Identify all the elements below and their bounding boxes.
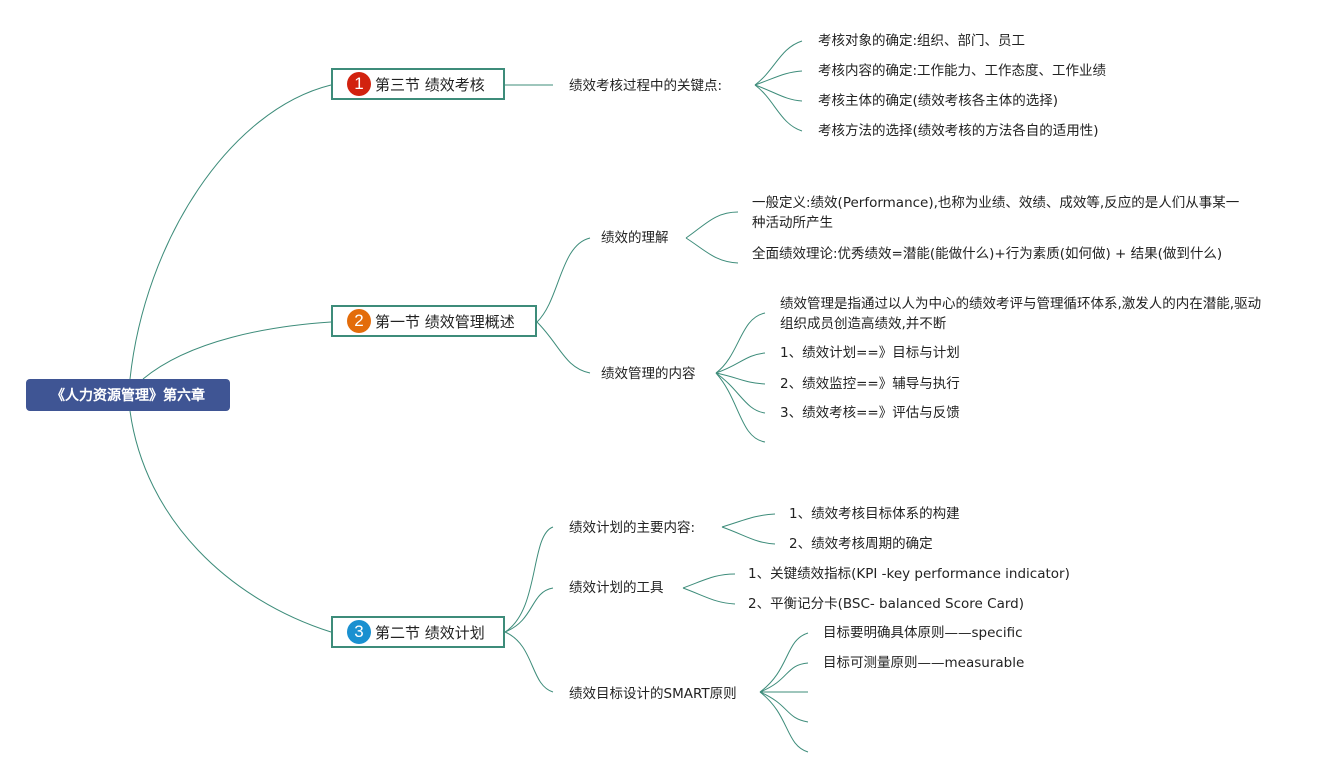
leaf-2-2-3[interactable]: 2、绩效监控==》辅导与执行 — [780, 376, 960, 392]
link-s1-item3 — [754, 84, 803, 102]
leaf-1-1-3[interactable]: 考核主体的确定(绩效考核各主体的选择) — [818, 93, 1059, 109]
root-label: 《人力资源管理》第六章 — [51, 388, 205, 404]
link-root-section3 — [129, 410, 332, 633]
link-s3-t1-item2 — [721, 526, 776, 545]
link-s2-t2-item2 — [715, 372, 766, 385]
link-s1-item1 — [754, 40, 803, 86]
link-s2-t2-item1 — [715, 352, 766, 374]
leaf-3-1-2[interactable]: 2、绩效考核周期的确定 — [789, 536, 933, 552]
topic-3-2[interactable]: 绩效计划的工具 — [569, 580, 664, 596]
leaf-2-2-1[interactable]: 绩效管理是指通过以人为中心的绩效考评与管理循环体系,激发人的内在潜能,驱动组织成… — [780, 296, 1262, 332]
section-title-3: 第二节 绩效计划 — [375, 623, 485, 642]
leaf-3-3-1[interactable]: 目标要明确具体原则——specific — [823, 625, 1023, 641]
leaf-2-2-4[interactable]: 3、绩效考核==》评估与反馈 — [780, 405, 960, 421]
leaf-3-2-1[interactable]: 1、关键绩效指标(KPI -key performance indicator) — [748, 566, 1070, 582]
link-s3-t1-item1 — [721, 513, 776, 528]
topic-2-1[interactable]: 绩效的理解 — [601, 230, 669, 246]
link-s3-t2-item1 — [682, 573, 736, 589]
root-node[interactable]: 《人力资源管理》第六章 — [26, 379, 230, 411]
link-s3-topic3 — [504, 631, 554, 693]
link-s1-item2 — [754, 70, 803, 86]
section-node-1[interactable]: 1 第三节 绩效考核 — [331, 68, 505, 100]
link-s2-topic2 — [536, 321, 591, 374]
leaf-3-3-2[interactable]: 目标可测量原则——measurable — [823, 655, 1025, 671]
link-s2-t2-item4 — [715, 372, 766, 443]
topic-3-3[interactable]: 绩效目标设计的SMART原则 — [569, 686, 737, 702]
leaf-1-1-2[interactable]: 考核内容的确定:工作能力、工作态度、工作业绩 — [818, 63, 1107, 79]
link-s2-t1-item2 — [685, 237, 739, 264]
link-s2-t1-item1 — [685, 211, 739, 239]
link-s2-t2-item3 — [715, 372, 766, 414]
link-s3-t3-item2 — [759, 662, 809, 693]
number-badge-3: 3 — [347, 620, 371, 644]
topic-2-2[interactable]: 绩效管理的内容 — [601, 366, 696, 382]
topic-1-1[interactable]: 绩效考核过程中的关键点: — [569, 78, 723, 94]
link-s3-t3-item4 — [759, 691, 809, 723]
leaf-1-1-1[interactable]: 考核对象的确定:组织、部门、员工 — [818, 33, 1026, 49]
section-title-2: 第一节 绩效管理概述 — [375, 312, 515, 331]
number-badge-1: 1 — [347, 72, 371, 96]
section-node-3[interactable]: 3 第二节 绩效计划 — [331, 616, 505, 648]
link-s3-t2-item2 — [682, 587, 736, 605]
leaf-2-1-1[interactable]: 一般定义:绩效(Performance),也称为业绩、效绩、成效等,反应的是人们… — [752, 195, 1240, 231]
link-s3-t3-item5 — [759, 691, 809, 753]
link-root-section2 — [142, 321, 332, 380]
leaf-1-1-4[interactable]: 考核方法的选择(绩效考核的方法各自的适用性) — [818, 123, 1099, 139]
number-badge-2: 2 — [347, 309, 371, 333]
section-title-1: 第三节 绩效考核 — [375, 75, 485, 94]
link-s2-t2-item0 — [715, 312, 766, 374]
topic-3-1[interactable]: 绩效计划的主要内容: — [569, 520, 696, 536]
section-node-2[interactable]: 2 第一节 绩效管理概述 — [331, 305, 537, 337]
link-s2-topic1 — [536, 237, 591, 323]
link-s3-topic2 — [504, 587, 554, 633]
link-root-section1 — [129, 84, 332, 380]
link-s1-item4 — [754, 84, 803, 132]
leaf-3-2-2[interactable]: 2、平衡记分卡(BSC- balanced Score Card) — [748, 596, 1024, 612]
leaf-2-2-2[interactable]: 1、绩效计划==》目标与计划 — [780, 345, 960, 361]
leaf-2-1-2[interactable]: 全面绩效理论:优秀绩效=潜能(能做什么)+行为素质(如何做) + 结果(做到什么… — [752, 246, 1223, 262]
link-s3-topic1 — [504, 526, 554, 633]
leaf-3-1-1[interactable]: 1、绩效考核目标体系的构建 — [789, 506, 960, 522]
link-s3-t3-item1 — [759, 632, 809, 693]
